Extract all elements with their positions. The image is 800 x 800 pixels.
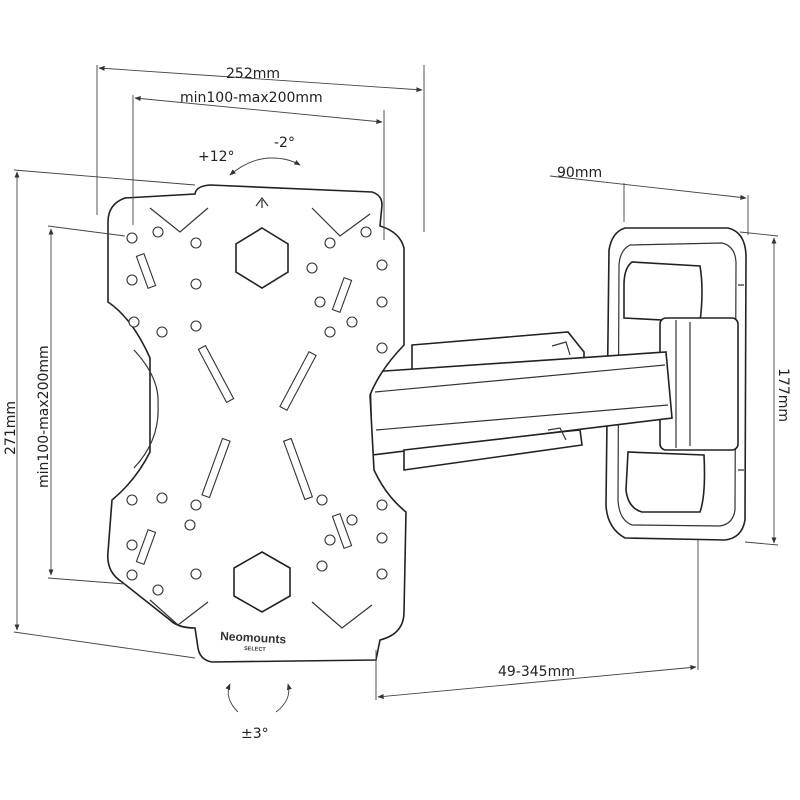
wall-plate-inner: [617, 242, 737, 527]
arm-clip: [547, 341, 571, 441]
hinge-detail: [675, 320, 691, 448]
tv-plate: Neomounts SELECT: [106, 184, 407, 663]
mounting-slots: [135, 252, 353, 566]
hex-cutout-bottom: [233, 551, 291, 613]
up-arrow-icon: [255, 197, 269, 208]
arm-lower-housing: [403, 429, 583, 471]
wall-plate: [605, 227, 747, 541]
vesa-width-label: min100-max200mm: [180, 90, 323, 106]
wall-plate-width-line: [549, 175, 747, 200]
wall-plate-width-label: 90mm: [557, 165, 602, 181]
tv-plate-notch-left: [149, 207, 209, 626]
overall-width-label: 252mm: [226, 66, 280, 82]
rotation-right-arrow: [275, 683, 292, 713]
tv-plate-center-cross: [133, 349, 159, 469]
wall-plate-tab: [738, 284, 744, 471]
wall-plate-height-label: 177mm: [775, 368, 791, 422]
extension-label: 49-345mm: [498, 664, 575, 680]
brand-line: SELECT: [244, 646, 267, 653]
overall-width-line: [98, 65, 423, 93]
vesa-height-label: min100-max200mm: [36, 345, 52, 488]
angle-arrows: [225, 157, 301, 713]
dimension-labels: 252mm min100-max200mm 271mm min100-max20…: [3, 66, 791, 742]
brand-name: Neomounts: [220, 629, 287, 646]
arm: [369, 331, 673, 471]
rotation-left-arrow: [225, 683, 239, 713]
tilt-up-label: +12°: [198, 149, 235, 165]
mounting-holes: [126, 226, 388, 596]
hex-cutout-top: [235, 227, 289, 289]
brand-logo: Neomounts SELECT: [220, 629, 287, 653]
extension-line: [377, 665, 697, 699]
vesa-width-line: [134, 96, 383, 124]
arm-groove: [374, 364, 669, 431]
hinge-block: [659, 317, 739, 451]
dimension-lines: [13, 65, 779, 700]
tilt-down-arrow: [271, 157, 301, 166]
rotation-label: ±3°: [241, 726, 269, 742]
tv-plate-notch-right: [311, 207, 373, 629]
overall-height-label: 271mm: [3, 401, 19, 455]
tilt-down-label: -2°: [274, 135, 295, 151]
tilt-up-arrow: [229, 157, 273, 176]
